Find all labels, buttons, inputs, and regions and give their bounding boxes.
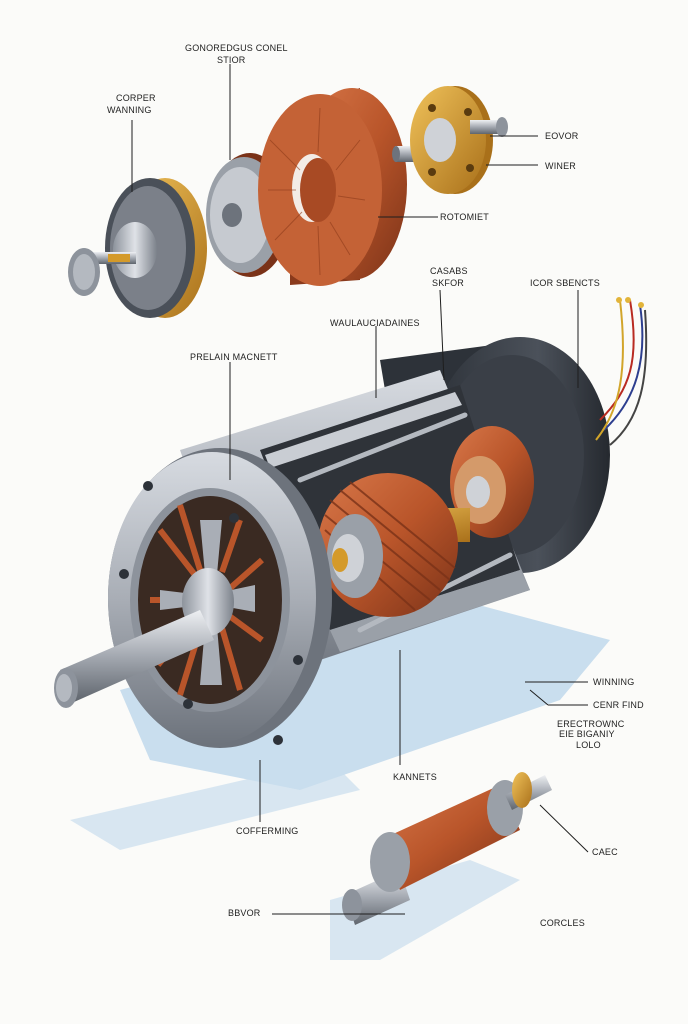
label-rotomiet: ROTOMIET bbox=[440, 212, 489, 222]
front-shaft bbox=[54, 610, 214, 708]
label-winning: WINNING bbox=[593, 677, 634, 687]
label-copper-winding-1: CORPER bbox=[116, 93, 156, 103]
rear-winding bbox=[450, 426, 534, 538]
label-cases-stator-1: CASABS bbox=[430, 266, 468, 276]
brass-flange bbox=[410, 86, 508, 194]
armature bbox=[318, 473, 470, 617]
label-top-stator-2: STIOR bbox=[217, 55, 246, 65]
copper-stator-ring bbox=[258, 88, 407, 286]
label-erectrownc-3: LOLO bbox=[576, 740, 601, 750]
lead-wires bbox=[595, 297, 648, 446]
labels: GONOREDGUS CONEL STIOR CORPER WANNING EO… bbox=[107, 43, 644, 928]
label-erectrownc-1: ERECTROWNC bbox=[557, 719, 625, 729]
label-prelain-magnett: PRELAIN MACNETT bbox=[190, 352, 278, 362]
label-top-stator-1: GONOREDGUS CONEL bbox=[185, 43, 288, 53]
spare-rotor bbox=[342, 772, 552, 925]
label-erectrownc-2: EIE BIGANIY bbox=[559, 729, 615, 739]
front-end-bell bbox=[108, 448, 332, 748]
leader-lines bbox=[131, 64, 589, 915]
label-icor-sbencts: ICOR SBENCTS bbox=[530, 278, 600, 288]
label-bbvor: BBVOR bbox=[228, 908, 261, 918]
label-coffemming: COFFERMING bbox=[236, 826, 299, 836]
label-kannets: KANNETS bbox=[393, 772, 437, 782]
label-waulauciadaines: WAULAUCIADAINES bbox=[330, 318, 420, 328]
label-cases-stator-2: SKFOR bbox=[432, 278, 464, 288]
label-corcles: CORCLES bbox=[540, 918, 585, 928]
label-copper-winding-2: WANNING bbox=[107, 105, 152, 115]
label-cenr-find: CENR FIND bbox=[593, 700, 644, 710]
label-eovor: EOVOR bbox=[545, 131, 579, 141]
label-caec: CAEC bbox=[592, 847, 618, 857]
left-end-cap bbox=[68, 178, 207, 318]
label-winer: WINER bbox=[545, 161, 576, 171]
